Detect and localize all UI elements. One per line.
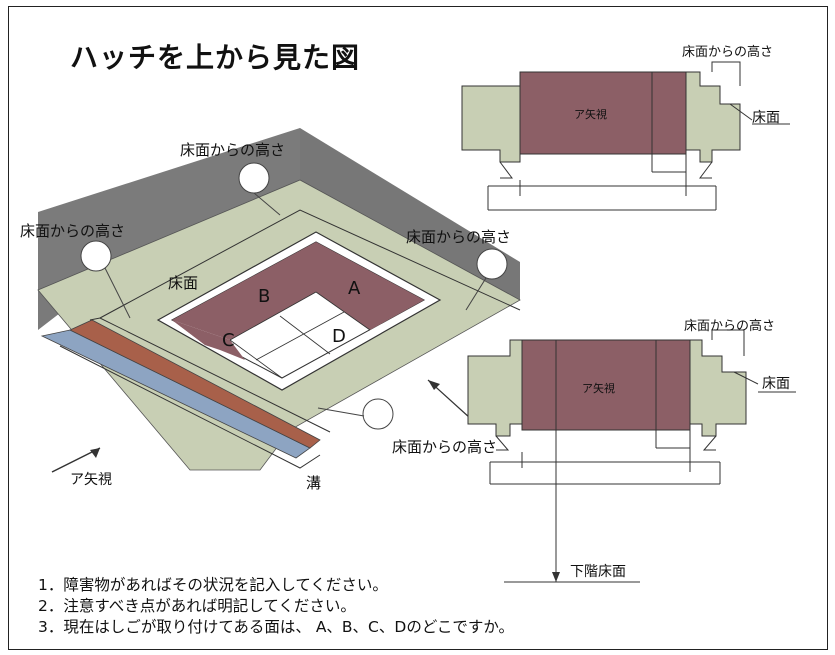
face-d-label: D	[332, 326, 346, 347]
red-strip	[69, 319, 321, 449]
view-label-bottom: ア矢視	[582, 381, 615, 395]
ditch-label: 溝	[306, 474, 321, 492]
arrow-view-label: ア矢視	[70, 472, 112, 488]
face-c-label: C	[222, 330, 235, 351]
isometric-hatch-view: B A C D 床面 床面からの高さ 床面からの高さ 床面からの高さ 床面からの…	[20, 128, 521, 492]
note-item: 1．障害物があればその状況を記入してください。	[38, 576, 388, 594]
callout-circle-left	[80, 240, 112, 272]
hatch-face-a	[316, 242, 424, 330]
callout-circle-bottom	[362, 398, 394, 430]
section-view-top: ア矢視 床面からの高さ 床面	[461, 44, 790, 211]
face-b-label: B	[258, 286, 270, 307]
page-title: ハッチを上から見た図	[70, 41, 361, 74]
note-item: 2．注意すべき点があれば明記してください。	[38, 597, 356, 615]
floor-surface-label-top-section: 床面	[752, 110, 780, 126]
floor-height-label-left: 床面からの高さ	[20, 222, 125, 240]
floor-height-label-bottom: 床面からの高さ	[392, 438, 497, 456]
callout-circle-top	[238, 162, 270, 194]
hatch-face-c	[172, 320, 245, 360]
floor-height-label-top: 床面からの高さ	[180, 141, 285, 159]
floor-surface-label-bottom-section: 床面	[762, 376, 790, 392]
floor-height-label-right: 床面からの高さ	[406, 228, 511, 246]
view-label-top: ア矢視	[574, 107, 607, 121]
note-item: 3．現在はしごが取り付けてある面は、 A、B、C、Dのどこですか。	[38, 618, 515, 636]
face-a-label: A	[348, 278, 361, 299]
callout-circle-right	[476, 248, 508, 280]
section-view-bottom: ア矢視 床面からの高さ 床面 下階床面	[467, 318, 796, 583]
floor-surface-label-iso: 床面	[168, 274, 198, 292]
back-wall-right	[300, 128, 520, 300]
hatch-wall-bottom	[521, 339, 691, 431]
notes-list: 1．障害物があればその状況を記入してください。 2．注意すべき点があれば明記して…	[38, 575, 514, 638]
lower-floor-label: 下階床面	[570, 564, 626, 580]
floor-height-label-bottom-section: 床面からの高さ	[684, 318, 775, 334]
hatch-face-b	[172, 242, 316, 340]
floor-height-label-top-section: 床面からの高さ	[682, 44, 773, 60]
